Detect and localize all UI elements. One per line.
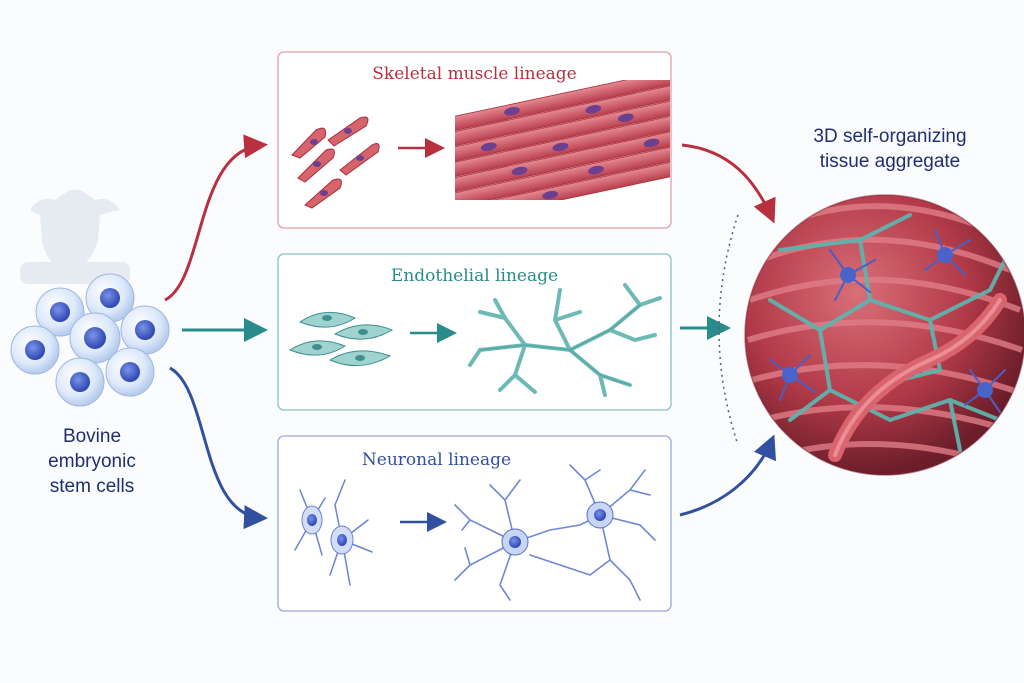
- arrow-neuronal-to-aggregate: [679, 434, 776, 517]
- neuron-somas: [501, 501, 614, 556]
- source-label: Bovine embryonic stem cells: [12, 424, 172, 499]
- stem-cell-cluster: [10, 273, 170, 407]
- arrow-muscle-to-aggregate: [681, 143, 776, 224]
- neuronal-lineage-panel: [277, 435, 672, 612]
- endothelial-lineage-title: Endothelial lineage: [390, 266, 559, 286]
- result-label: 3D self-organizing tissue aggregate: [770, 124, 1010, 174]
- tissue-aggregate-sphere: [744, 194, 1024, 476]
- myoblast-nuclei: [310, 128, 364, 196]
- source-label-line-1: Bovine: [62, 426, 122, 447]
- result-label-line-1: 3D self-organizing: [813, 126, 967, 147]
- stem-cell: [55, 357, 105, 407]
- vascular-network-outline: [479, 304, 641, 386]
- stem-cell: [105, 347, 155, 397]
- arrow-to-muscle: [164, 134, 268, 302]
- endothelial-nuclei: [312, 315, 368, 361]
- stem-cell: [120, 305, 170, 355]
- source-label-line-2: embryonic: [48, 451, 136, 472]
- stem-cell: [10, 325, 60, 375]
- arrow-to-neuronal: [169, 366, 268, 530]
- neural-progenitor-somas: [301, 505, 354, 555]
- endothelial-lineage-panel: [277, 253, 672, 411]
- result-label-line-2: tissue aggregate: [819, 151, 961, 172]
- source-label-line-3: stem cells: [49, 476, 135, 497]
- stem-cell: [35, 287, 85, 337]
- muscle-lineage-title: Skeletal muscle lineage: [372, 64, 577, 84]
- muscle-fibers: [455, 80, 670, 200]
- stem-cell: [69, 312, 121, 364]
- dotted-arc: [718, 214, 739, 446]
- cow-silhouette: [20, 189, 130, 284]
- aggregate-neuron-somas: [782, 247, 993, 398]
- neuronal-lineage-title: Neuronal lineage: [361, 450, 512, 470]
